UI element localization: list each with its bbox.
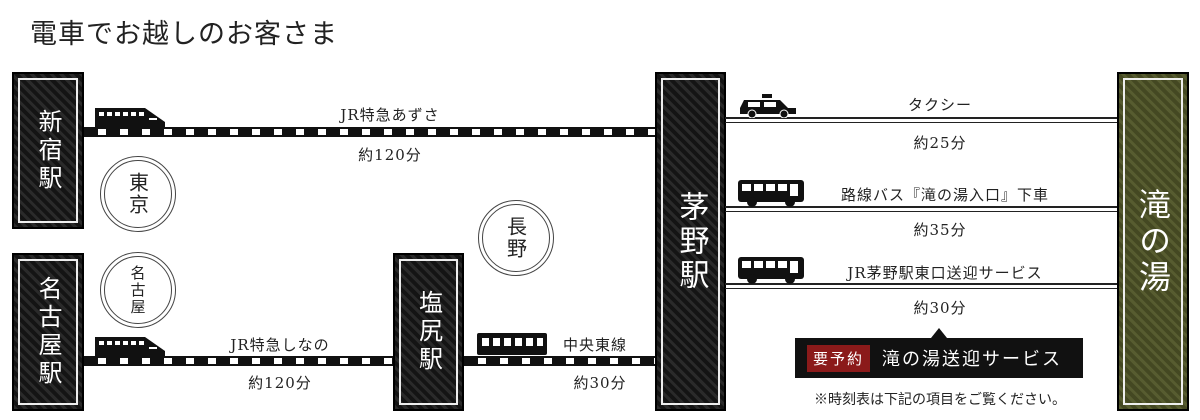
- route-name-shinano: JR特急しなの: [230, 336, 330, 354]
- station-label: 新宿駅: [34, 108, 62, 193]
- region-label: 長野: [503, 216, 528, 260]
- route-time-bus: 約35分: [913, 221, 967, 239]
- station-label: 名古屋駅: [34, 276, 62, 388]
- route-time-shinano: 約120分: [248, 374, 312, 392]
- route-line-taxi: [725, 117, 1117, 123]
- bus-icon: [738, 180, 804, 207]
- region-nagoya: 名古屋: [100, 252, 176, 328]
- shuttle-service-label: 滝の湯送迎サービス: [882, 349, 1063, 370]
- rail-azusa: [84, 127, 655, 137]
- page-title: 電車でお越しのお客さま: [30, 19, 338, 50]
- destination-takinoyu: 滝の湯: [1117, 72, 1189, 411]
- region-nagano: 長野: [478, 200, 554, 276]
- route-line-bus: [725, 206, 1117, 212]
- destination-label: 滝の湯: [1134, 187, 1172, 296]
- route-time-shuttle: 約30分: [913, 299, 967, 317]
- region-tokyo: 東京: [100, 156, 176, 232]
- route-time-chuo: 約30分: [573, 374, 627, 392]
- timetable-note: ※時刻表は下記の項目をご覧ください。: [814, 392, 1066, 408]
- rail-shinano: [84, 356, 393, 366]
- station-chino: 茅野駅: [655, 72, 726, 411]
- reservation-required-badge: 要予約: [807, 344, 871, 372]
- local-train-icon: [477, 333, 547, 355]
- route-line-shuttle: [725, 283, 1117, 289]
- express-train-icon: [95, 108, 165, 127]
- region-label: 東京: [125, 172, 150, 216]
- station-shinjuku: 新宿駅: [12, 72, 84, 229]
- route-name-chuo: 中央東線: [562, 336, 627, 354]
- route-name-bus: 路線バス『滝の湯入口』下車: [840, 186, 1049, 204]
- route-name-shuttle: JR茅野駅東口送迎サービス: [847, 264, 1043, 282]
- rail-chuo: [464, 356, 655, 366]
- callout-pointer: [931, 328, 947, 338]
- region-label: 名古屋: [128, 264, 147, 316]
- route-time-taxi: 約25分: [913, 134, 967, 152]
- shuttle-service-callout: 要予約 滝の湯送迎サービス: [795, 338, 1083, 378]
- station-label: 塩尻駅: [414, 290, 443, 374]
- taxi-icon: [740, 94, 796, 118]
- express-train-icon: [95, 337, 165, 356]
- station-label: 茅野駅: [673, 190, 709, 293]
- route-name-azusa: JR特急あずさ: [340, 106, 440, 124]
- station-nagoya: 名古屋駅: [12, 253, 84, 411]
- station-shiojiri: 塩尻駅: [393, 253, 464, 411]
- bus-icon: [738, 257, 804, 284]
- route-time-azusa: 約120分: [358, 146, 422, 164]
- route-name-taxi: タクシー: [907, 96, 972, 114]
